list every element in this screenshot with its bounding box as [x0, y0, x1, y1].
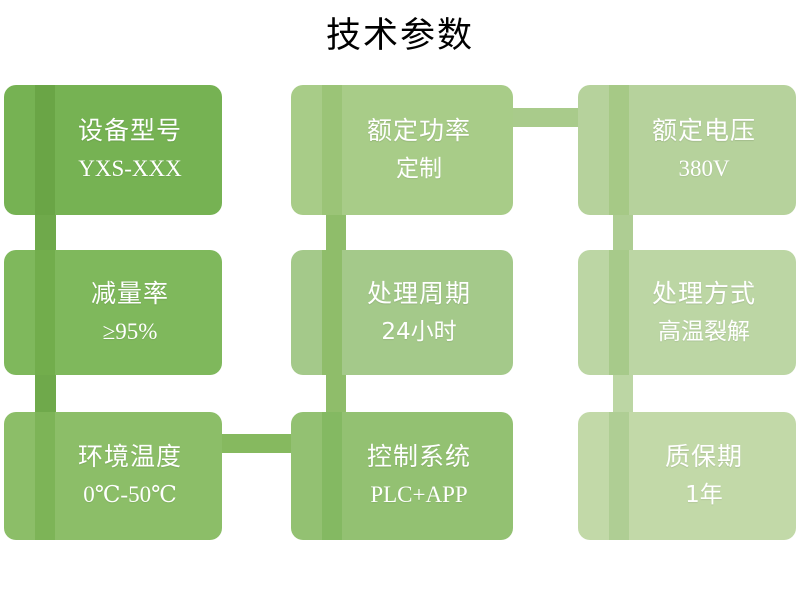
card-inner: 设备型号 YXS-XXX	[4, 116, 222, 184]
card-title: 处理方式	[651, 278, 756, 308]
card-title: 减量率	[90, 278, 169, 308]
card-accent-band	[609, 250, 629, 375]
card-value: 1年	[685, 482, 723, 508]
card-inner: 额定功率 定制	[291, 116, 513, 184]
card-value: YXS-XXX	[78, 156, 182, 181]
card-inner: 环境温度 0℃-50℃	[4, 442, 222, 510]
card-value: 0℃-50℃	[83, 482, 177, 507]
connector-col2-row2-row3	[326, 363, 346, 427]
connector-row3-col1-col2	[214, 434, 298, 453]
card-value: 380V	[678, 156, 730, 181]
card-title: 额定功率	[366, 116, 471, 145]
connector-col1-row1-row2	[35, 200, 56, 266]
param-card-reduction-rate[interactable]: 减量率 ≥95%	[4, 250, 222, 375]
card-title: 环境温度	[77, 442, 182, 471]
card-accent-band	[322, 250, 342, 375]
card-accent-band	[609, 412, 629, 540]
param-card-processing-cycle[interactable]: 处理周期 24小时	[291, 250, 513, 375]
card-value: 高温裂解	[658, 318, 750, 345]
card-accent-band	[609, 85, 629, 215]
card-inner: 处理方式 高温裂解	[578, 279, 796, 347]
connector-col1-row2-row3	[35, 363, 56, 427]
card-inner: 质保期 1年	[578, 442, 796, 510]
card-value: PLC+APP	[370, 482, 468, 507]
card-title: 控制系统	[366, 442, 471, 471]
param-card-rated-voltage[interactable]: 额定电压 380V	[578, 85, 796, 215]
card-value: 定制	[396, 156, 442, 182]
param-card-rated-power[interactable]: 额定功率 定制	[291, 85, 513, 215]
connector-col3-row2-row3	[613, 363, 633, 427]
param-card-processing-method[interactable]: 处理方式 高温裂解	[578, 250, 796, 375]
card-title: 处理周期	[366, 278, 471, 308]
card-accent-band	[35, 250, 55, 375]
param-card-control-system[interactable]: 控制系统 PLC+APP	[291, 412, 513, 540]
card-inner: 控制系统 PLC+APP	[291, 442, 513, 510]
card-title: 质保期	[664, 442, 743, 471]
card-accent-band	[35, 412, 55, 540]
param-card-warranty-period[interactable]: 质保期 1年	[578, 412, 796, 540]
card-title: 额定电压	[651, 116, 756, 145]
card-inner: 减量率 ≥95%	[4, 279, 222, 347]
card-title: 设备型号	[77, 116, 182, 145]
card-inner: 处理周期 24小时	[291, 279, 513, 347]
param-card-equipment-model[interactable]: 设备型号 YXS-XXX	[4, 85, 222, 215]
param-card-ambient-temperature[interactable]: 环境温度 0℃-50℃	[4, 412, 222, 540]
card-value: 24小时	[381, 318, 457, 345]
card-accent-band	[322, 412, 342, 540]
card-accent-band	[35, 85, 55, 215]
card-accent-band	[322, 85, 342, 215]
connector-col2-row1-row2	[326, 200, 346, 266]
card-inner: 额定电压 380V	[578, 116, 796, 184]
card-value: ≥95%	[102, 318, 158, 344]
page-title: 技术参数	[325, 16, 474, 56]
connector-col3-row1-row2	[613, 200, 633, 266]
connector-row1-col2-col3	[505, 108, 585, 127]
